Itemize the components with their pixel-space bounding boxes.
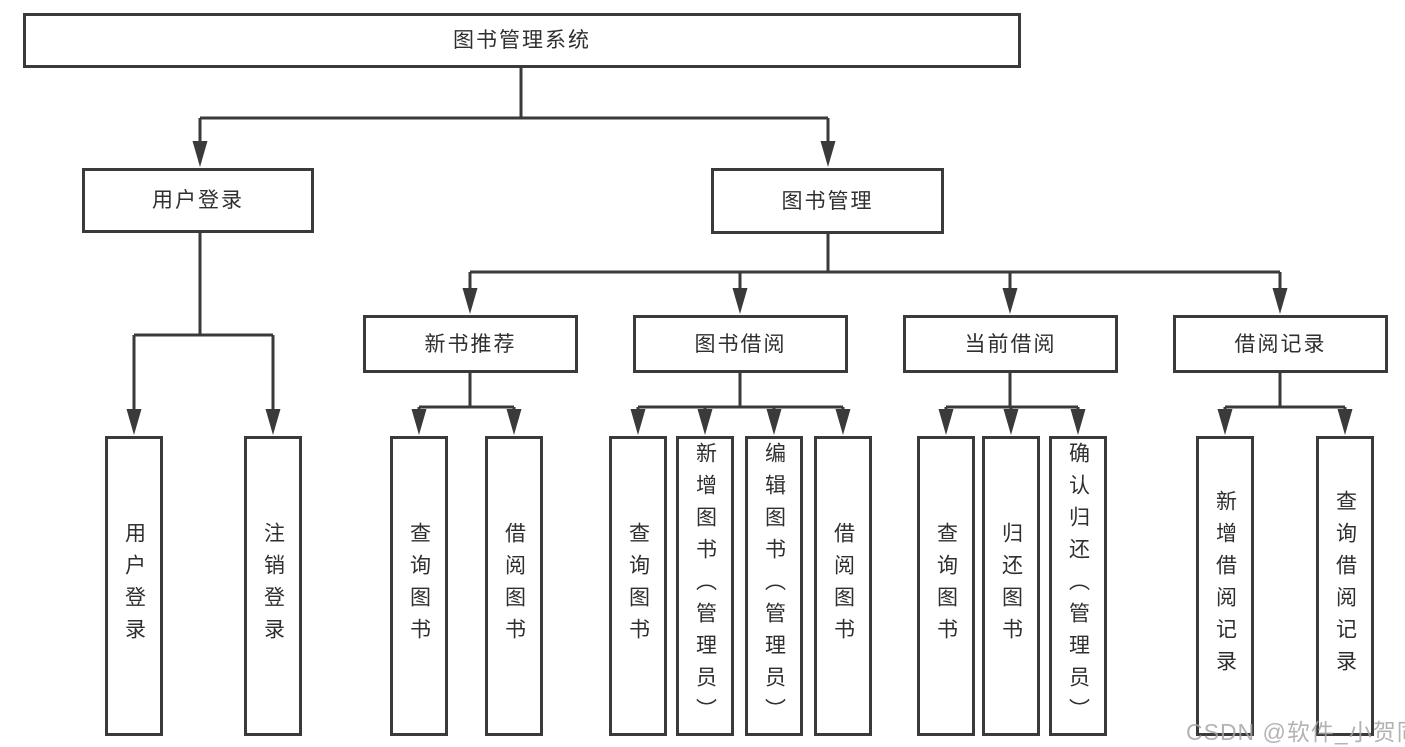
node-current-query-books-label: 查询图书 — [934, 522, 958, 650]
node-logout-label: 注销登录 — [261, 522, 285, 650]
node-borrow-records-label: 借阅记录 — [1234, 332, 1327, 356]
node-recommend-query-books-label: 查询图书 — [407, 522, 431, 650]
node-new-book-recommend-label: 新书推荐 — [424, 332, 517, 356]
node-records-add-record: 新增借阅记录 — [1196, 436, 1254, 736]
node-user-login-label: 用户登录 — [152, 189, 244, 212]
node-borrowing-add-books: 新增图书（管理员） — [676, 436, 734, 736]
node-borrowing-query-books: 查询图书 — [609, 436, 667, 736]
node-current-borrowing: 当前借阅 — [903, 315, 1118, 373]
node-user-login: 用户登录 — [82, 168, 314, 233]
node-logout: 注销登录 — [244, 436, 302, 736]
node-recommend-borrow-books: 借阅图书 — [485, 436, 543, 736]
arrowheads — [126, 141, 1353, 435]
node-current-return-books-label: 归还图书 — [999, 522, 1023, 650]
node-book-borrowing: 图书借阅 — [633, 315, 848, 373]
node-current-confirm-return: 确认归还（管理员） — [1049, 436, 1107, 736]
node-records-query-record-label: 查询借阅记录 — [1333, 490, 1357, 682]
node-borrowing-borrow-books-label: 借阅图书 — [831, 522, 855, 650]
node-borrowing-borrow-books: 借阅图书 — [814, 436, 872, 736]
node-root-label: 图书管理系统 — [453, 29, 591, 52]
csdn-watermark: CSDN @软件_小贺同学 — [1186, 719, 1405, 745]
node-records-add-record-label: 新增借阅记录 — [1213, 490, 1237, 682]
node-borrowing-add-books-label: 新增图书（管理员） — [693, 442, 717, 730]
node-borrowing-edit-books-label: 编辑图书（管理员） — [762, 442, 786, 730]
node-login: 用户登录 — [105, 436, 163, 736]
node-current-return-books: 归还图书 — [982, 436, 1040, 736]
node-book-management: 图书管理 — [711, 168, 944, 234]
node-records-query-record: 查询借阅记录 — [1316, 436, 1374, 736]
node-current-query-books: 查询图书 — [917, 436, 975, 736]
node-book-borrowing-label: 图书借阅 — [694, 332, 787, 356]
node-borrowing-edit-books: 编辑图书（管理员） — [745, 436, 803, 736]
node-root: 图书管理系统 — [23, 13, 1021, 68]
node-login-label: 用户登录 — [122, 522, 146, 650]
node-recommend-query-books: 查询图书 — [390, 436, 448, 736]
node-new-book-recommend: 新书推荐 — [363, 315, 578, 373]
node-current-confirm-return-label: 确认归还（管理员） — [1066, 442, 1090, 730]
node-current-borrowing-label: 当前借阅 — [964, 332, 1057, 356]
node-recommend-borrow-books-label: 借阅图书 — [502, 522, 526, 650]
node-borrowing-query-books-label: 查询图书 — [626, 522, 650, 650]
node-book-management-label: 图书管理 — [781, 189, 874, 213]
node-borrow-records: 借阅记录 — [1173, 315, 1388, 373]
